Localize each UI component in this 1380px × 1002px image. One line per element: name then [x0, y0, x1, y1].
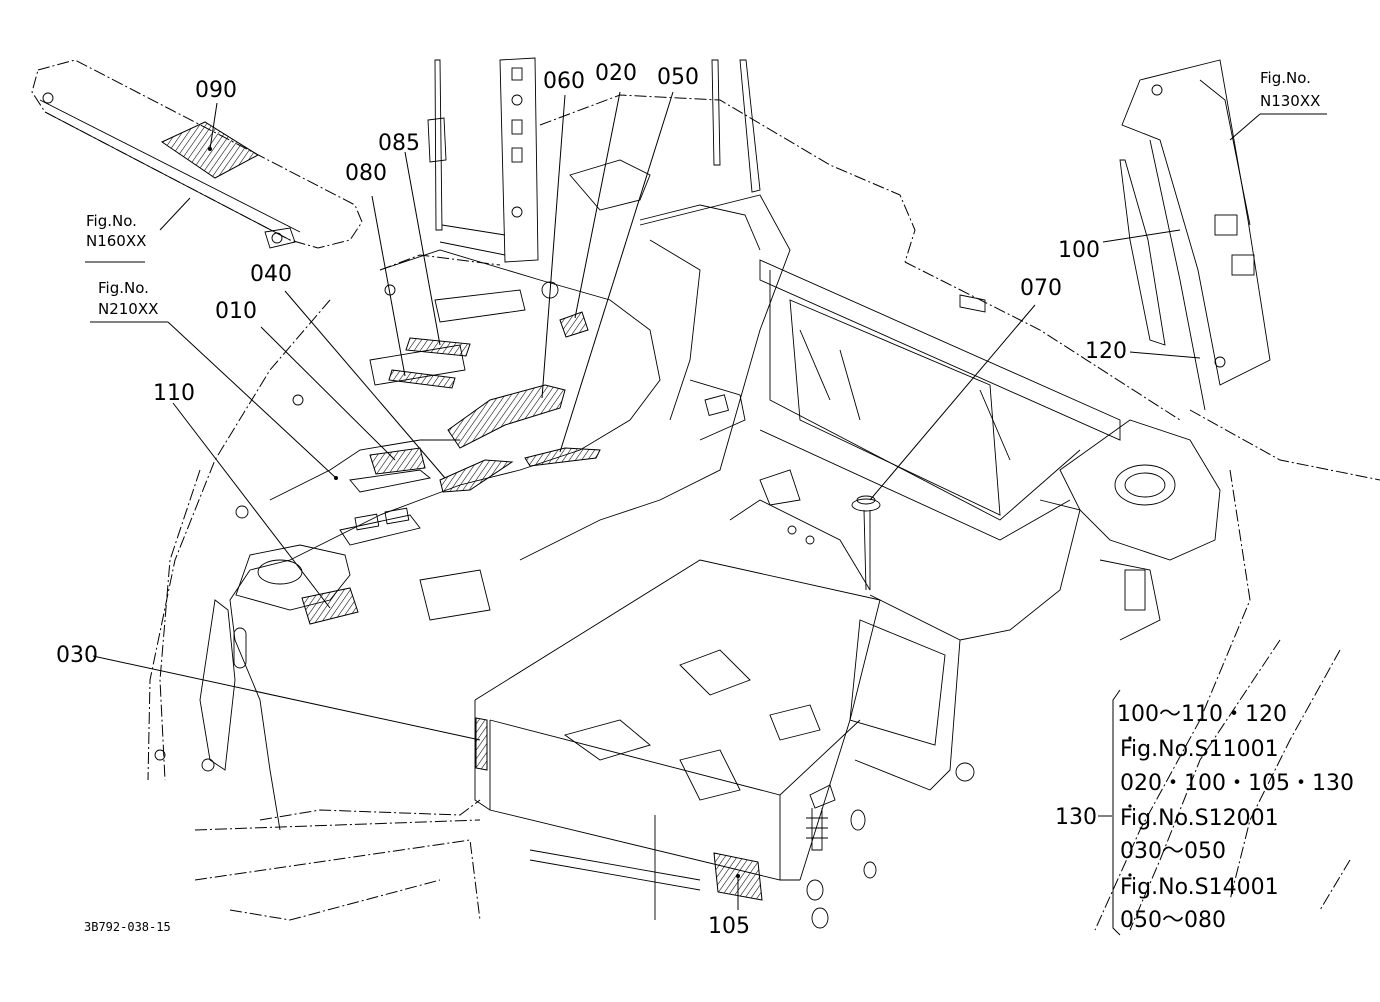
label-020 — [559, 311, 589, 338]
leader-lines — [85, 91, 1327, 910]
legend-line-6: Fig.No.S14001 — [1120, 875, 1279, 900]
cap-070 — [851, 495, 881, 591]
legend-bracket — [1112, 689, 1121, 936]
legend-line-1: 100～110・120 — [1117, 702, 1287, 727]
left-console — [154, 249, 661, 831]
callout-010: 010 — [215, 299, 257, 324]
legend-line-4: Fig.No.S12001 — [1120, 806, 1279, 831]
figref-n130-line2: N130XX — [1260, 92, 1320, 110]
right-floor-parts — [806, 762, 975, 929]
figref-n160-line1: Fig.No. — [86, 212, 137, 230]
label-040 — [439, 459, 514, 493]
cab-pillars — [427, 57, 761, 263]
legend-line-3: 020・100・105・130 — [1120, 771, 1354, 796]
label-085 — [405, 337, 471, 357]
callout-080: 080 — [345, 161, 387, 186]
figref-n210-line1: Fig.No. — [98, 279, 149, 297]
legend-line-2: Fig.No.S11001 — [1120, 737, 1279, 762]
label-060 — [447, 384, 566, 449]
callout-030: 030 — [56, 643, 98, 668]
callout-130: 130 — [1055, 805, 1097, 830]
floor-plate — [474, 469, 961, 920]
legend-line-7: 050～080 — [1120, 908, 1226, 933]
callout-105: 105 — [708, 914, 750, 939]
callout-090: 090 — [195, 78, 237, 103]
label-010 — [369, 447, 426, 475]
label-110 — [301, 587, 359, 625]
callout-070: 070 — [1020, 276, 1062, 301]
pillar-trim — [1119, 59, 1271, 411]
seat-base — [519, 159, 791, 561]
right-console — [959, 419, 1221, 641]
drawing-number: 3B792-038-15 — [84, 920, 171, 934]
figref-n160-line2: N160XX — [86, 232, 146, 250]
rear-window — [759, 259, 1121, 541]
callout-060: 060 — [543, 69, 585, 94]
cab-outline — [147, 94, 1380, 931]
callout-110: 110 — [153, 381, 195, 406]
callout-050: 050 — [657, 65, 699, 90]
figref-n210-line2: N210XX — [98, 300, 158, 318]
callout-040: 040 — [250, 262, 292, 287]
legend-line-5: 030～050 — [1120, 839, 1226, 864]
label-080 — [388, 369, 456, 389]
callout-120: 120 — [1085, 339, 1127, 364]
callout-100: 100 — [1058, 238, 1100, 263]
callout-020: 020 — [595, 61, 637, 86]
figref-n130-line1: Fig.No. — [1260, 69, 1311, 87]
label-050 — [524, 447, 601, 467]
callout-085: 085 — [378, 131, 420, 156]
label-030 — [475, 717, 488, 771]
